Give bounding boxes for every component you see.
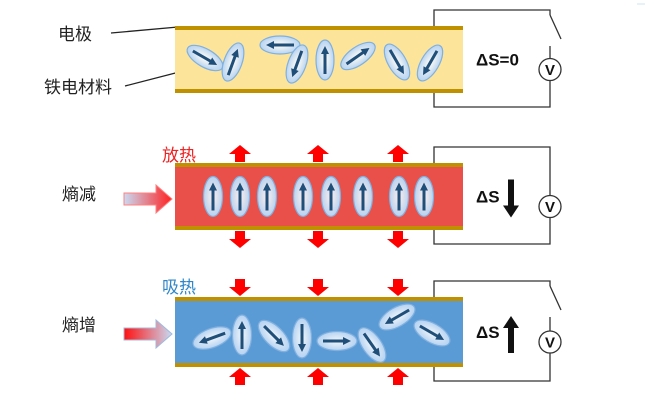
voltmeter-label: V (545, 335, 555, 352)
polarization-arrow-icon (321, 46, 329, 74)
switch-open (549, 285, 562, 311)
heat-out-arrow-icon (229, 231, 251, 248)
heat-out-arrow-icon (307, 231, 329, 248)
polarization-arrow-icon (299, 182, 307, 211)
voltmeter-label: V (545, 62, 555, 79)
circuit-wire (433, 280, 551, 297)
entropy-change-label: ΔS (476, 323, 500, 342)
bottom-electrode (175, 363, 463, 367)
switch-open (549, 14, 562, 40)
dipole (292, 175, 314, 218)
label-ferroelectric: 铁电材料 (44, 78, 112, 98)
label-entropy-increase: 熵增 (62, 316, 96, 336)
voltmeter-label: V (545, 199, 555, 216)
polarization-arrow-icon (236, 182, 244, 211)
panel-initial: V ΔS=0 (175, 9, 562, 108)
polarization-arrow-icon (384, 308, 410, 324)
heat-in-arrow-icon (229, 368, 251, 385)
heat-out-arrow-icon (229, 145, 251, 162)
polarization-arrow-icon (263, 182, 271, 211)
polarization-arrow-icon (423, 50, 439, 76)
polarization-arrow-icon (395, 182, 403, 211)
dipole (340, 41, 376, 71)
polarization-arrow-icon (420, 182, 428, 211)
dipole (202, 175, 224, 218)
dipole (256, 175, 278, 218)
heat-in-arrow-icon (307, 279, 329, 296)
entropy-increase-icon (503, 316, 519, 353)
polarization-arrow-icon (327, 182, 335, 211)
circuit-wire (433, 9, 551, 26)
polarization-arrow-icon (419, 324, 445, 340)
polarization-arrow-icon (323, 337, 351, 345)
dipole (229, 175, 251, 218)
circuit-wire (433, 146, 551, 163)
heat-out-arrow-icon (307, 145, 329, 162)
circuit-wire (433, 217, 551, 245)
entropy-decrease-arrow (123, 183, 173, 215)
dipole (388, 175, 410, 218)
top-electrode (175, 26, 463, 30)
heat-in-arrow-icon (387, 368, 409, 385)
polarization-arrow-icon (238, 321, 246, 349)
dipole (291, 317, 313, 359)
polarization-arrow-icon (359, 182, 367, 211)
heat-out-arrow-icon (387, 231, 409, 248)
polarization-arrow-icon (266, 41, 294, 49)
entropy-change-label: ΔS=0 (476, 51, 519, 70)
label-entropy-decrease: 熵减 (62, 185, 96, 205)
polarization-arrow-icon (388, 49, 404, 75)
dipole (352, 175, 374, 218)
entropy-change-label: ΔS (476, 188, 500, 207)
bottom-electrode (175, 89, 463, 93)
polarization-arrow-icon (226, 48, 239, 76)
polarization-arrow-icon (298, 324, 306, 352)
panel-depolarized: V ΔS (175, 279, 562, 385)
top-electrode (175, 297, 463, 301)
polarization-arrow-icon (263, 325, 284, 346)
leader-electrode (110, 26, 179, 34)
top-electrode (175, 163, 463, 167)
polarization-arrow-icon (192, 49, 218, 65)
polarization-arrow-icon (345, 47, 370, 66)
entropy-decrease-icon (503, 179, 519, 218)
heat-in-arrow-icon (229, 279, 251, 296)
dipole (285, 44, 309, 84)
polarization-arrow-icon (291, 50, 304, 78)
dipole (231, 314, 253, 356)
panel-polarized: V ΔS (175, 145, 562, 248)
dipole (416, 44, 444, 82)
dipole (378, 303, 416, 331)
circuit-wire (433, 80, 551, 108)
label-release-heat: 放热 (162, 146, 196, 166)
dipole (315, 39, 335, 81)
dipole (383, 43, 411, 81)
circuit-wire (433, 353, 551, 382)
dipole (259, 35, 301, 55)
heat-in-arrow-icon (307, 368, 329, 385)
heat-in-arrow-icon (387, 279, 409, 296)
label-absorb-heat: 吸热 (162, 278, 196, 298)
heat-out-arrow-icon (387, 145, 409, 162)
dipole (320, 175, 342, 218)
dipole (413, 175, 435, 218)
dipole (357, 327, 387, 363)
dipole (221, 42, 245, 82)
polarization-arrow-icon (198, 331, 226, 344)
dipole (413, 319, 451, 347)
label-electrode: 电极 (58, 25, 92, 45)
polarization-arrow-icon (362, 332, 381, 357)
entropy-increase-arrow (123, 318, 173, 350)
dipole (316, 330, 358, 352)
polarization-arrow-icon (209, 182, 217, 211)
bottom-electrode (175, 226, 463, 230)
dipole (192, 326, 232, 350)
